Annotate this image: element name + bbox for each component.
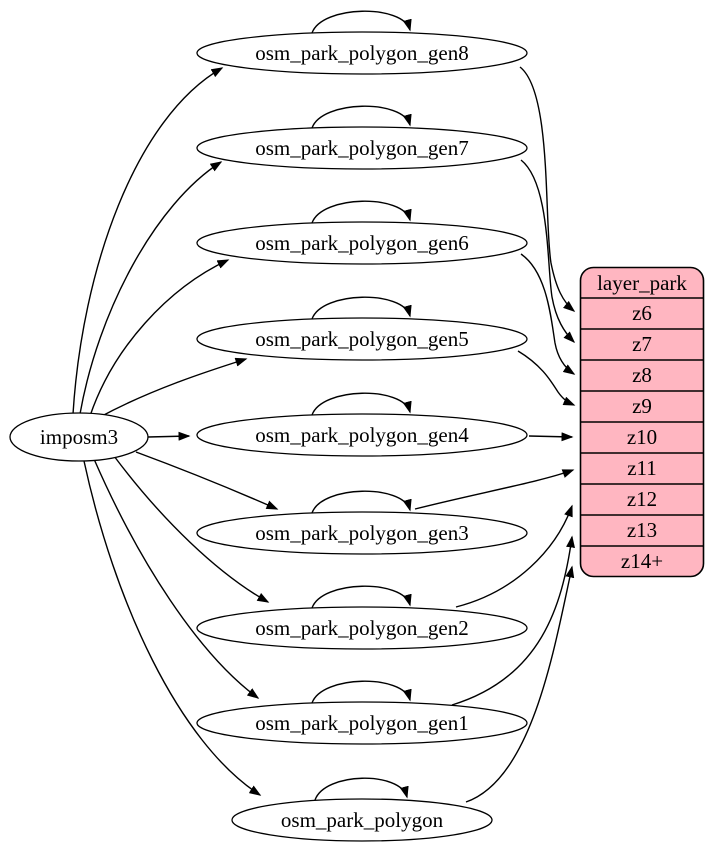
layer-row-z7: z7	[632, 332, 652, 356]
layer-park-table: layer_park z6 z7 z8 z9 z10 z11 z12 z13 z…	[579, 266, 705, 578]
self-loop-gen8	[311, 10, 412, 34]
layer-row-z14: z14+	[621, 549, 663, 573]
layer-row-z11: z11	[627, 456, 657, 480]
node-gen4-shape	[196, 413, 528, 457]
self-loop-gen4	[311, 392, 412, 416]
edge-imposm3-to-gen8	[72, 67, 224, 415]
node-gen6-shape	[196, 221, 528, 265]
edge-gen2-to-z12	[455, 504, 573, 608]
edge-polygon-to-z14	[465, 565, 575, 803]
edges-from-source	[72, 67, 279, 796]
node-gen4-label: osm_park_polygon_gen4	[255, 423, 469, 447]
edge-imposm3-to-gen4	[147, 431, 191, 441]
node-polygon-shape	[231, 798, 493, 842]
layer-row-z9: z9	[632, 394, 652, 418]
edge-imposm3-to-gen6	[89, 259, 230, 417]
node-gen5-shape	[196, 317, 528, 361]
edge-gen4-to-z10	[528, 432, 574, 442]
edge-gen6-to-z8	[520, 253, 576, 375]
node-gen5: osm_park_polygon_gen5	[196, 317, 528, 361]
edge-imposm3-to-gen5	[99, 357, 248, 418]
layer-row-z10: z10	[627, 425, 657, 449]
node-gen2-shape	[196, 606, 528, 650]
edge-gen1-to-z13	[451, 535, 575, 706]
node-gen6-label: osm_park_polygon_gen6	[255, 231, 468, 255]
node-gen2-label: osm_park_polygon_gen2	[255, 616, 468, 640]
node-gen8: osm_park_polygon_gen8	[196, 31, 528, 75]
node-gen3-label: osm_park_polygon_gen3	[255, 521, 468, 545]
layer-row-z6: z6	[632, 301, 652, 325]
node-gen3-shape	[196, 511, 528, 555]
self-loop-gen2	[311, 585, 412, 609]
self-loop-edges	[311, 10, 412, 801]
self-loop-gen6	[311, 200, 412, 224]
node-imposm3-shape	[9, 412, 149, 462]
edge-gen7-to-z7	[520, 159, 576, 344]
node-gen6: osm_park_polygon_gen6	[196, 221, 528, 265]
node-gen5-label: osm_park_polygon_gen5	[255, 327, 468, 351]
node-imposm3-label: imposm3	[40, 425, 118, 449]
node-imposm3: imposm3	[9, 412, 149, 462]
node-gen1-label: osm_park_polygon_gen1	[255, 711, 468, 735]
node-gen3: osm_park_polygon_gen3	[196, 511, 528, 555]
edge-imposm3-to-gen2	[113, 455, 270, 603]
node-gen2: osm_park_polygon_gen2	[196, 606, 528, 650]
node-gen8-shape	[196, 31, 528, 75]
edge-gen3-to-z11	[414, 469, 575, 510]
node-gen7-label: osm_park_polygon_gen7	[255, 136, 468, 160]
node-polygon-label: osm_park_polygon	[281, 808, 444, 832]
self-loop-gen5	[311, 296, 412, 320]
self-loop-gen7	[311, 105, 412, 129]
edge-imposm3-to-gen7	[79, 161, 223, 415]
edge-imposm3-to-gen1	[93, 458, 260, 699]
node-gen7: osm_park_polygon_gen7	[196, 126, 528, 170]
node-gen1: osm_park_polygon_gen1	[196, 701, 528, 745]
edge-imposm3-to-gen3	[135, 451, 279, 510]
node-polygon: osm_park_polygon	[231, 798, 493, 842]
layer-park-title: layer_park	[597, 271, 687, 295]
edge-imposm3-to-polygon	[83, 460, 262, 796]
layer-row-z13: z13	[627, 518, 657, 542]
self-loop-polygon	[314, 777, 409, 801]
layer-row-z12: z12	[627, 487, 657, 511]
node-gen7-shape	[196, 126, 528, 170]
edges-to-layer	[414, 66, 576, 803]
self-loop-gen1	[311, 680, 412, 704]
node-gen1-shape	[196, 701, 528, 745]
edge-gen8-to-z6	[519, 66, 576, 312]
node-gen4: osm_park_polygon_gen4	[196, 413, 528, 457]
node-gen8-label: osm_park_polygon_gen8	[255, 41, 468, 65]
self-loop-gen3	[311, 490, 412, 514]
layer-row-z8: z8	[632, 363, 652, 387]
edge-gen5-to-z9	[517, 350, 576, 406]
